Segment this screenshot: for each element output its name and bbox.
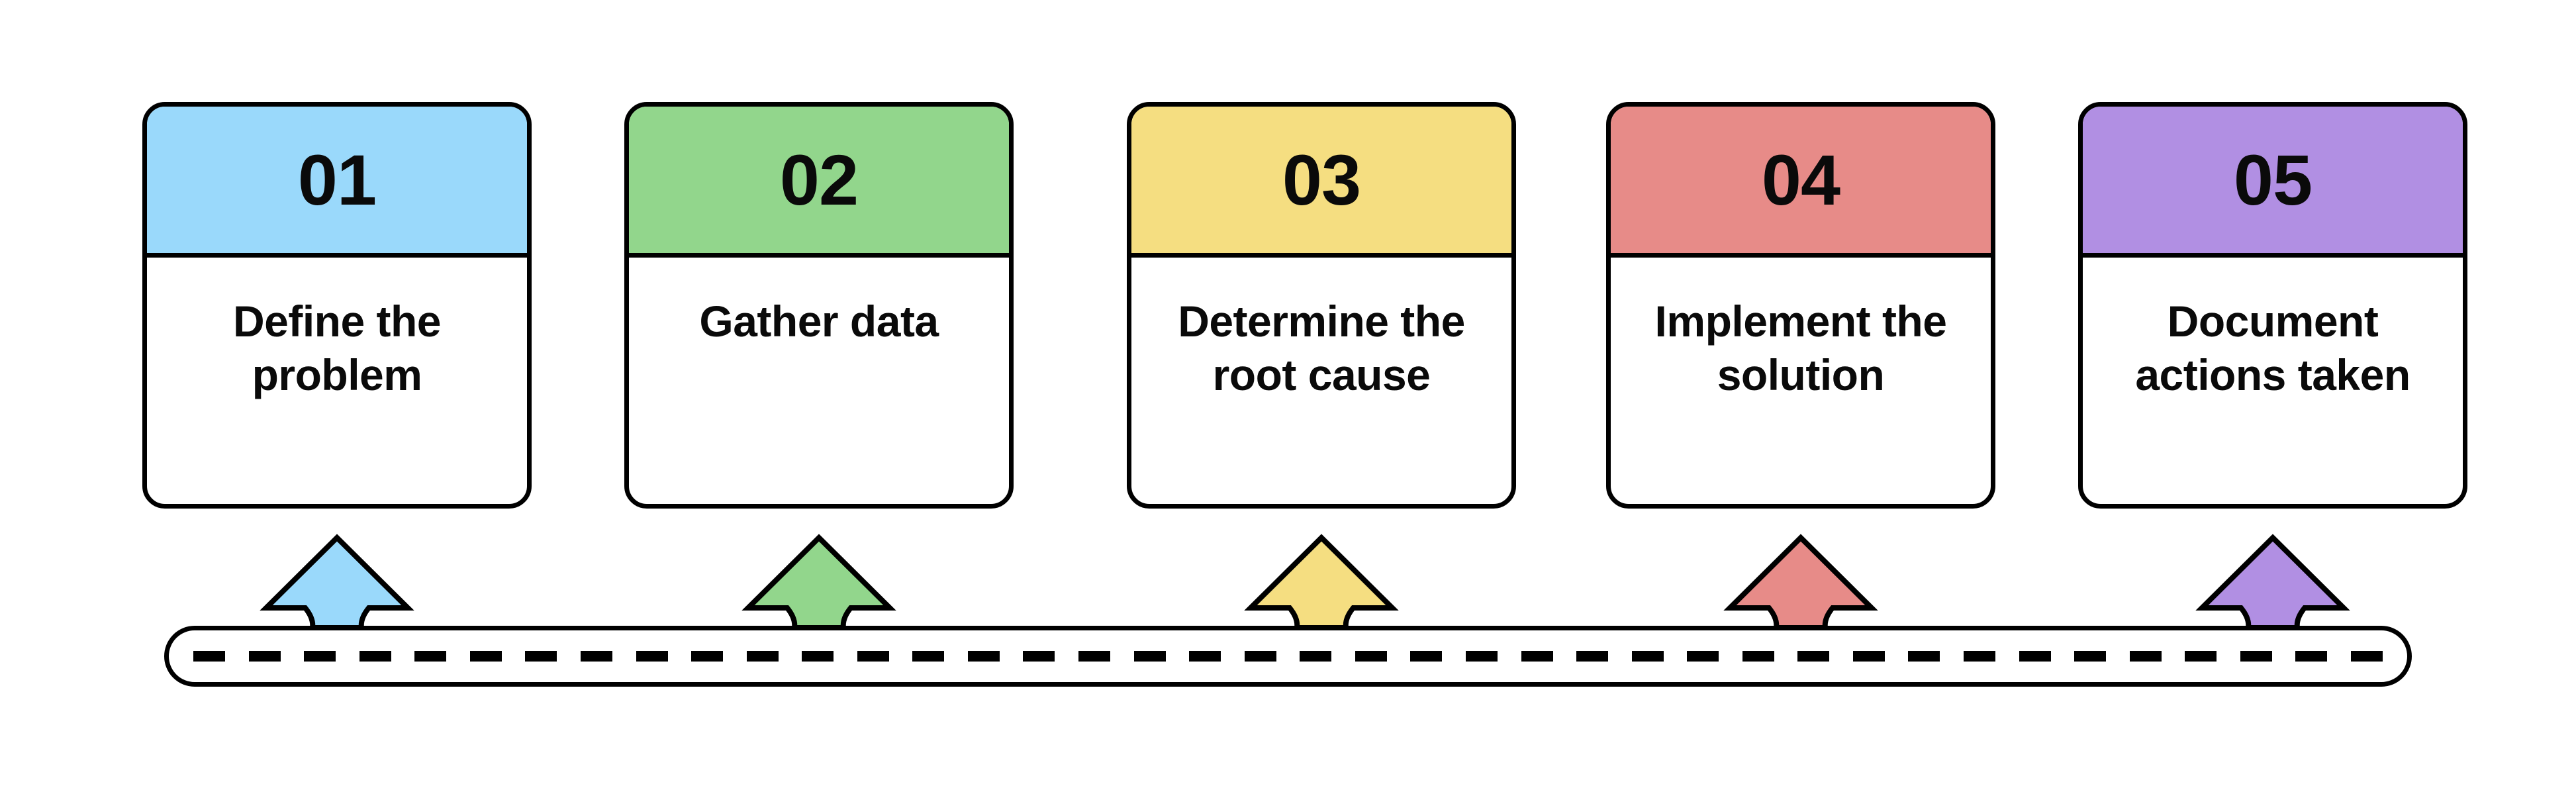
step-label-04: Implement the solution [1654, 297, 1947, 399]
step-arrow-04 [1723, 534, 1878, 630]
step-arrow-01 [260, 534, 414, 630]
step-card-header-03: 03 [1131, 107, 1511, 258]
step-label-01: Define the problem [232, 297, 442, 399]
step-arrow-03 [1244, 534, 1399, 630]
step-arrow-05 [2195, 534, 2350, 630]
step-number-01: 01 [297, 139, 377, 220]
step-card-01[interactable]: 01 Define the problem [142, 102, 532, 509]
step-label-03: Determine the root cause [1178, 297, 1465, 399]
step-card-body-02: Gather data [629, 258, 1009, 504]
up-arrow-icon [260, 534, 414, 630]
step-card-header-01: 01 [147, 107, 527, 258]
step-card-04[interactable]: 04 Implement the solution [1606, 102, 1995, 509]
step-arrow-02 [741, 534, 896, 630]
step-card-header-04: 04 [1611, 107, 1991, 258]
step-card-body-05: Document actions taken [2083, 258, 2463, 504]
step-number-05: 05 [2233, 139, 2313, 220]
step-number-04: 04 [1761, 139, 1840, 220]
up-arrow-icon [1723, 534, 1878, 630]
up-arrow-icon [1244, 534, 1399, 630]
up-arrow-icon [2195, 534, 2350, 630]
step-card-body-04: Implement the solution [1611, 258, 1991, 504]
step-card-05[interactable]: 05 Document actions taken [2078, 102, 2467, 509]
step-label-02: Gather data [699, 297, 939, 346]
step-card-header-02: 02 [629, 107, 1009, 258]
step-card-body-01: Define the problem [147, 258, 527, 504]
step-card-header-05: 05 [2083, 107, 2463, 258]
step-card-03[interactable]: 03 Determine the root cause [1127, 102, 1516, 509]
up-arrow-icon [741, 534, 896, 630]
step-card-02[interactable]: 02 Gather data [624, 102, 1014, 509]
step-label-05: Document actions taken [2135, 297, 2410, 399]
step-number-02: 02 [779, 139, 859, 220]
timeline-rail [164, 626, 2412, 687]
step-number-03: 03 [1282, 139, 1361, 220]
step-card-body-03: Determine the root cause [1131, 258, 1511, 504]
